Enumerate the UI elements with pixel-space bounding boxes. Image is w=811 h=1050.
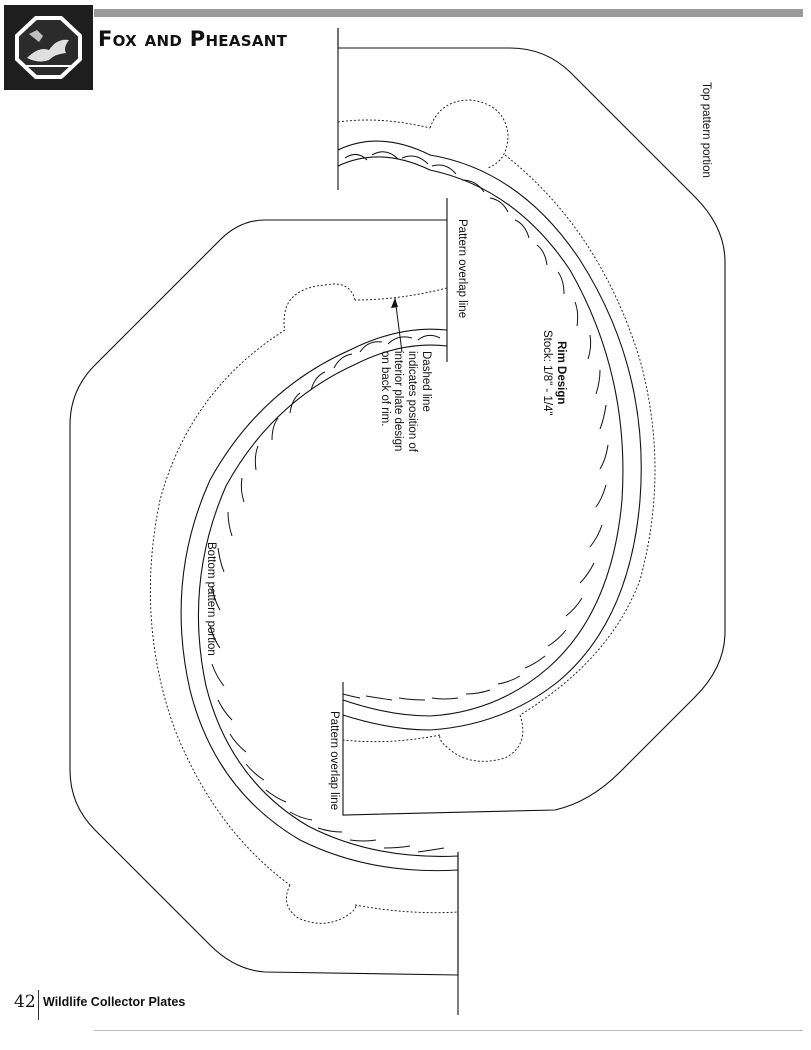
bottom-circle-2 bbox=[285, 884, 357, 924]
note-line-1: Dashed line bbox=[420, 351, 432, 412]
top-circle-2 bbox=[439, 714, 524, 762]
bottom-rim-scallops bbox=[209, 334, 445, 853]
top-dashed-line bbox=[337, 119, 656, 743]
dashed-line-note: Dashed line indicates position of interi… bbox=[377, 351, 432, 452]
top-rim-inner bbox=[337, 156, 624, 717]
page-title: Fox and Pheasant bbox=[98, 27, 288, 51]
note-line-4: on back of rim. bbox=[378, 351, 391, 427]
bottom-circle-1 bbox=[283, 283, 356, 331]
top-portion-label: Top pattern portion bbox=[700, 82, 712, 178]
bottom-rule bbox=[94, 1030, 803, 1031]
footer-divider bbox=[38, 990, 39, 1020]
rim-heading: Rim Design bbox=[555, 341, 567, 405]
top-pattern-outline bbox=[337, 28, 726, 816]
bottom-dashed-line bbox=[149, 287, 459, 914]
overlap-line-label-bottom: Pattern overlap line bbox=[328, 711, 340, 811]
page-number: 42 bbox=[14, 992, 36, 1012]
header-bar bbox=[94, 9, 803, 17]
top-rim-outer bbox=[337, 140, 642, 731]
top-circle-1 bbox=[429, 99, 509, 169]
bottom-portion-label: Bottom pattern portion bbox=[205, 542, 217, 656]
fox-pheasant-emblem-icon bbox=[23, 30, 74, 67]
bottom-rim-outer bbox=[180, 328, 459, 872]
note-line-3: interior plate design bbox=[392, 351, 405, 452]
rim-design-label: Rim Design Stock: 1/8" - 1/4" bbox=[539, 330, 568, 416]
note-pointer-arrowhead bbox=[391, 298, 398, 308]
bottom-rim-inner bbox=[197, 344, 459, 857]
top-rim-scallops bbox=[342, 151, 609, 701]
note-line-2: indicates position of bbox=[406, 351, 419, 453]
book-title: Wildlife Collector Plates bbox=[43, 995, 186, 1009]
chapter-logo bbox=[4, 5, 93, 90]
rim-stock: Stock: 1/8" - 1/4" bbox=[540, 330, 553, 416]
overlap-line-label-top: Pattern overlap line bbox=[456, 219, 468, 319]
bottom-pattern-outline bbox=[69, 219, 459, 976]
